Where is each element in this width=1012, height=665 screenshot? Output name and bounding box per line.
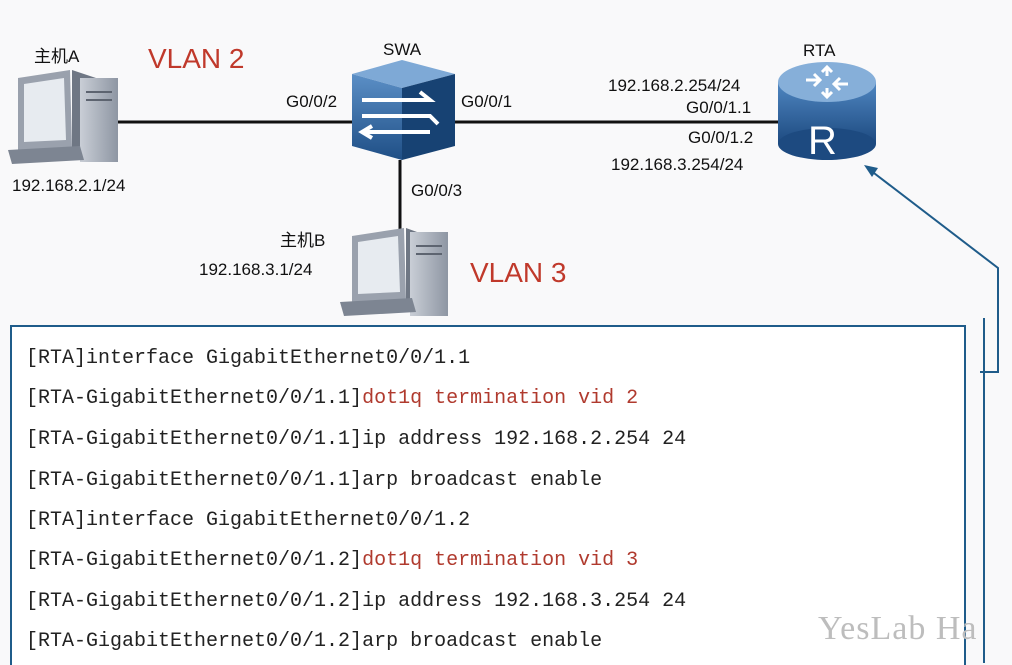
- vlan2-label: VLAN 2: [148, 43, 245, 74]
- host-a-pc-icon: [8, 70, 118, 164]
- cli-line-5: [RTA]interface GigabitEthernet0/0/1.2: [26, 509, 471, 532]
- cli-line-1: [RTA]interface GigabitEthernet0/0/1.1: [26, 347, 471, 370]
- switch-icon: [352, 60, 455, 160]
- host-b-pc-icon: [340, 228, 448, 316]
- cli-line-4: [RTA-GigabitEthernet0/0/1.1]arp broadcas…: [26, 469, 603, 492]
- host-b-ip: 192.168.3.1/24: [199, 260, 312, 279]
- cli-line-2: [RTA-GigabitEthernet0/0/1.1]dot1q termin…: [26, 387, 639, 410]
- switch-port-g003: G0/0/3: [411, 181, 462, 200]
- callout-arrow-head: [864, 165, 878, 177]
- watermark: YesLab Ha: [818, 610, 978, 647]
- host-a-ip: 192.168.2.1/24: [12, 176, 125, 195]
- router-subif1: G0/0/1.1: [686, 98, 751, 117]
- host-b-name: 主机B: [280, 231, 325, 250]
- cli-line-7: [RTA-GigabitEthernet0/0/1.2]ip address 1…: [26, 590, 687, 613]
- switch-name: SWA: [383, 40, 422, 59]
- host-a-name: 主机A: [34, 47, 80, 66]
- vlan3-label: VLAN 3: [470, 257, 567, 288]
- cli-line-3: [RTA-GigabitEthernet0/0/1.1]ip address 1…: [26, 428, 687, 451]
- router-icon: [778, 62, 876, 160]
- callout-arrow: [869, 169, 999, 373]
- switch-port-g002: G0/0/2: [286, 92, 337, 111]
- cli-config-box: [RTA]interface GigabitEthernet0/0/1.1 [R…: [10, 325, 966, 665]
- cli-line-8: [RTA-GigabitEthernet0/0/1.2]arp broadcas…: [26, 630, 603, 653]
- cli-line-6: [RTA-GigabitEthernet0/0/1.2]dot1q termin…: [26, 549, 639, 572]
- switch-port-g001: G0/0/1: [461, 92, 512, 111]
- router-subif2-ip: 192.168.3.254/24: [611, 155, 743, 174]
- router-name: RTA: [803, 41, 836, 60]
- router-subif2: G0/0/1.2: [688, 128, 753, 147]
- router-subif1-ip: 192.168.2.254/24: [608, 76, 740, 95]
- router-letter: R: [808, 119, 837, 163]
